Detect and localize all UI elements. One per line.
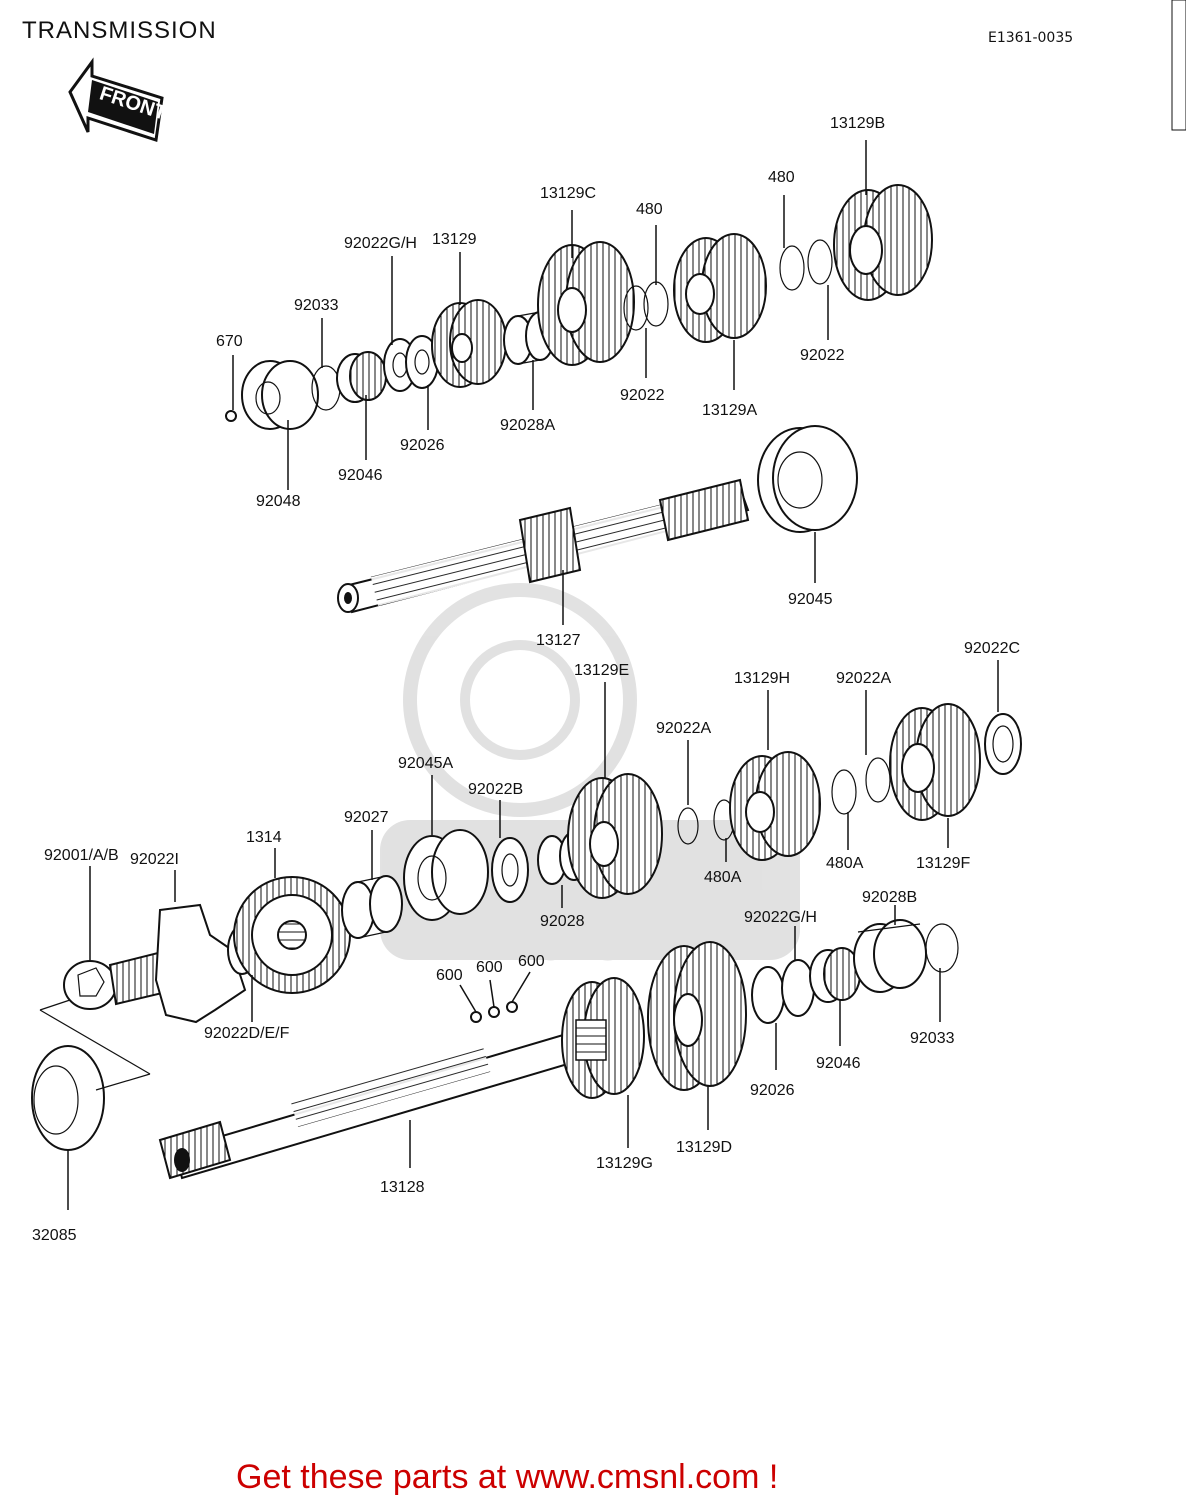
part-label: 480A [704,869,742,886]
part-label: 92026 [750,1082,795,1099]
part-label: 13129D [676,1139,732,1156]
washer-92022c-hole [992,725,1014,763]
part-label: 1314 [246,829,282,846]
part-label: 92022C [964,640,1020,657]
circlip-92033-lower [925,923,959,973]
part-label: 13129B [830,115,885,132]
part-label: 480 [768,169,795,186]
part-label: 92046 [338,467,383,484]
washer-92026-hole [414,349,430,375]
part-label: 92033 [910,1030,955,1047]
bearing-92045a [403,829,489,921]
shaft-13128 [158,1028,590,1180]
part-label: 92028A [500,417,555,434]
gear-13129e [567,773,663,899]
part-670 [225,410,237,422]
part-label: 92028 [540,913,585,930]
part-label: 92022G/H [344,235,417,252]
washer-92022a-right [865,757,891,803]
gear-13129 [431,299,507,388]
cover-32085 [31,999,151,1151]
gear-13129a [673,233,767,343]
part-label: 92045A [398,755,453,772]
part-label: 92022 [620,387,665,404]
page-edge-mark [1171,0,1186,131]
part-label: 92022A [656,720,711,737]
needle-bearing-92046-lower [809,947,861,1003]
promo-link[interactable]: Get these parts at www.cmsnl.com ! [236,1458,778,1496]
bushing-92028b [853,919,927,993]
front-arrow-icon: FRONT [68,57,169,142]
part-label: 600 [436,967,463,984]
part-label: 92022I [130,851,179,868]
part-label: 92033 [294,297,339,314]
part-label: 92022D/E/F [204,1025,290,1042]
leader-lines [67,140,999,1210]
shaft-13127 [337,478,750,614]
part-label: 13129G [596,1155,653,1172]
part-label: 92001/A/B [44,847,119,864]
part-label: 92027 [344,809,389,826]
part-label: 92022A [836,670,891,687]
part-label: 480A [826,855,864,872]
part-label: 13129C [540,185,596,202]
washer-92022-upper-left [623,285,649,331]
washer-92022gh-lower [781,959,815,1017]
part-label: 92048 [256,493,301,510]
diagram-code: E1361-0035 [988,30,1073,46]
ball-600-b [488,1006,500,1018]
sprocket-1314 [233,876,351,994]
circlip-480-upper-right [779,245,805,291]
washer-92022a-left [677,807,699,845]
gear-13129b [833,184,933,301]
needle-bearing-92046 [336,351,387,403]
gear-13129h [729,751,821,861]
ball-600-a [470,1011,482,1023]
part-label: 13129 [432,231,477,248]
washer-92022-upper-right [807,239,833,285]
part-label: 600 [518,953,545,970]
bearing-92045 [757,425,858,533]
circlip-480a-right [831,769,857,815]
part-label: 13129F [916,855,970,872]
part-label: 92022B [468,781,523,798]
part-label: 92022G/H [744,909,817,926]
part-label: 600 [476,959,503,976]
part-label: 13127 [536,632,581,649]
bushing-92027 [341,875,403,939]
ball-600-c [506,1001,518,1013]
part-label: 32085 [32,1227,77,1244]
part-labels: 13129B 480 13129C 480 13129 92022G/H 920… [32,115,1020,1244]
bushing-92028a [503,311,555,365]
gear-13129f [889,703,981,821]
part-label: 13129E [574,662,629,679]
part-label: 92046 [816,1055,861,1072]
part-label: 92045 [788,591,833,608]
part-label: 13129A [702,402,757,419]
gear-13129d [647,941,747,1091]
part-label: 670 [216,333,243,350]
part-label: 13128 [380,1179,425,1196]
part-label: 92026 [400,437,445,454]
part-label: 92022 [800,347,845,364]
part-label: 480 [636,201,663,218]
gear-13129g [561,977,645,1099]
lock-plate-92022i [154,903,247,1024]
washer-92026-lower [751,966,785,1024]
part-92048 [241,360,319,430]
gear-13129c [537,241,635,366]
washer-92022b [491,837,529,903]
washer-92022b-hole [501,853,519,887]
part-label: 92028B [862,889,917,906]
part-label: 13129H [734,670,790,687]
washer-92022c [984,713,1022,775]
diagram-title: TRANSMISSION [22,17,217,44]
